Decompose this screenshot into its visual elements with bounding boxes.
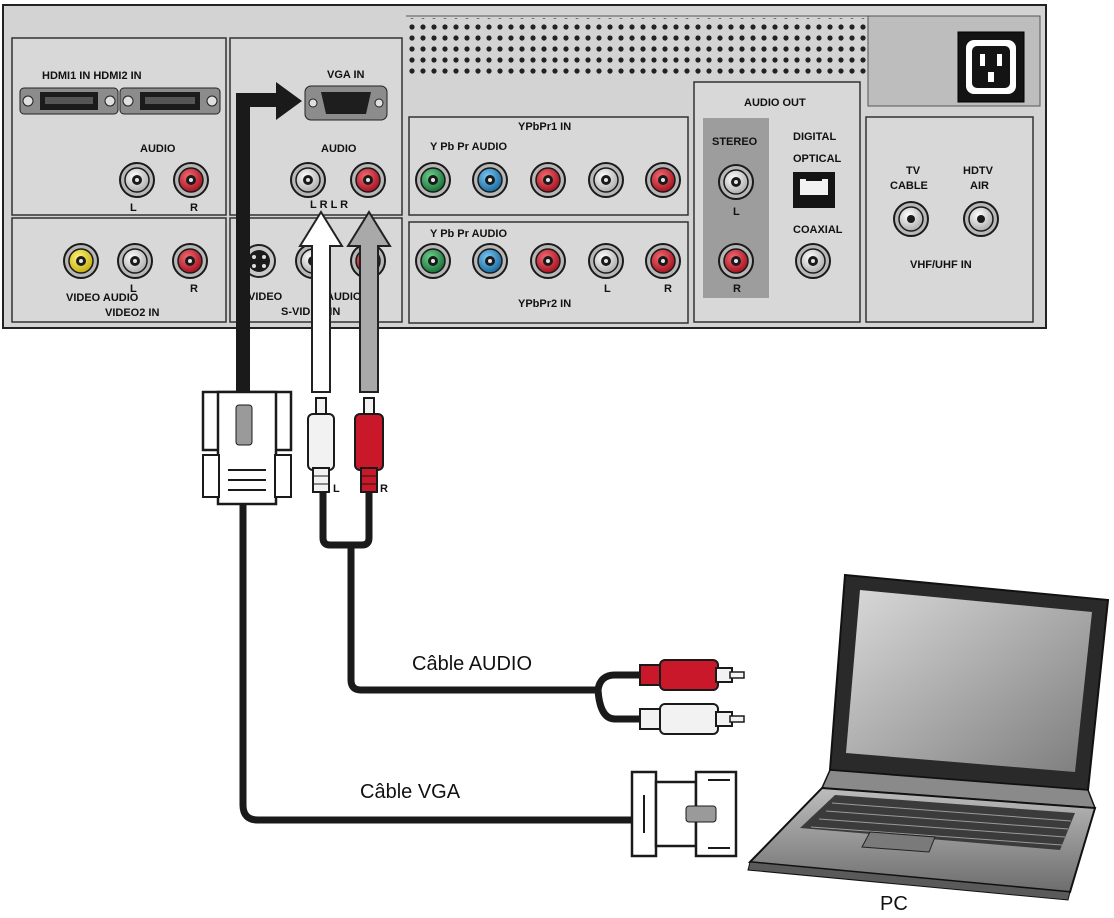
cable-label: CABLE [890, 180, 928, 192]
vent-area [406, 15, 1041, 107]
audio-cable-y-loop [319, 492, 373, 549]
audio-cable [347, 545, 598, 694]
vga-in-port[interactable] [304, 85, 388, 121]
vga-in-label: VGA IN [327, 69, 365, 81]
ypbpr1-subtitle: Y Pb Pr AUDIO [430, 141, 507, 153]
cables [236, 93, 642, 824]
audio-out-r-jack[interactable] [718, 243, 754, 279]
audio-out-l-label: L [733, 206, 740, 218]
vga-audio-r-jack[interactable] [350, 162, 386, 198]
ypbpr2-y-jack[interactable] [415, 243, 451, 279]
hdtv-air-antenna-jack[interactable] [963, 201, 999, 237]
audio-l-arrow-icon [298, 210, 344, 393]
video2-audio-l-jack[interactable] [117, 243, 153, 279]
video2-video-jack[interactable] [63, 243, 99, 279]
digital-label: DIGITAL [793, 131, 836, 143]
hdtv-label: HDTV [963, 165, 994, 177]
hdmi2-port[interactable] [119, 87, 221, 115]
ypbpr2-l-label: L [604, 283, 611, 295]
svideo-video-label: VIDEO [248, 291, 283, 303]
vga-cable-caption: Câble VGA [360, 781, 461, 803]
vga-audio-l-jack[interactable] [290, 162, 326, 198]
power-socket-icon [957, 31, 1025, 103]
audio-out-l-jack[interactable] [718, 164, 754, 200]
ypbpr2-subtitle: Y Pb Pr AUDIO [430, 228, 507, 240]
optical-label: OPTICAL [793, 153, 842, 165]
audio-cable-red-branch [594, 671, 642, 691]
tv-back-panel: HDMI1 IN HDMI2 IN AUDIO L R VGA IN AUDIO… [2, 4, 1047, 329]
vga-audio-lr-label: L R L R [310, 199, 348, 211]
rca-plug-white-pc [639, 703, 745, 735]
ypbpr2-title: YPbPr2 IN [518, 298, 571, 310]
tv-label: TV [906, 165, 921, 177]
coaxial-label: COAXIAL [793, 224, 843, 236]
ypbpr1-pb-jack[interactable] [472, 162, 508, 198]
audio-cable-white-branch [594, 689, 642, 723]
vga-arrow-icon [276, 82, 302, 120]
ypbpr1-audio-r-jack[interactable] [645, 162, 681, 198]
video2-r-label: R [190, 283, 198, 295]
ypbpr2-audio-l-jack[interactable] [588, 243, 624, 279]
laptop-icon [747, 573, 1110, 901]
vent-grille [408, 18, 868, 76]
tv-cable-antenna-jack[interactable] [893, 201, 929, 237]
vhf-uhf-title: VHF/UHF IN [910, 259, 972, 271]
video2-video-audio-label: VIDEO AUDIO [66, 292, 139, 304]
plug-l-label: L [333, 483, 340, 495]
ypbpr2-pb-jack[interactable] [472, 243, 508, 279]
video2-title: VIDEO2 IN [105, 307, 159, 319]
hdmi-audio-l-jack[interactable] [119, 162, 155, 198]
optical-port[interactable] [793, 172, 835, 208]
video2-audio-r-jack[interactable] [172, 243, 208, 279]
hdmi1-port[interactable] [19, 87, 119, 115]
ypbpr1-y-jack[interactable] [415, 162, 451, 198]
ypbpr1-title: YPbPr1 IN [518, 121, 571, 133]
ypbpr2-pr-jack[interactable] [530, 243, 566, 279]
hdmi-audio-r-jack[interactable] [173, 162, 209, 198]
hdmi-audio-l-label: L [130, 202, 137, 214]
ypbpr2-audio-r-jack[interactable] [645, 243, 681, 279]
ypbpr1-pr-jack[interactable] [530, 162, 566, 198]
vga-cable [239, 500, 636, 824]
vga-audio-label: AUDIO [321, 143, 357, 155]
vga-plug-pc [630, 770, 738, 858]
plug-r-label: R [380, 483, 388, 495]
antenna-section [865, 116, 1034, 323]
hdmi-audio-label: AUDIO [140, 143, 176, 155]
video2-l-label: L [130, 283, 137, 295]
svideo-title: S-VIDEO IN [281, 306, 340, 318]
audio-out-r-label: R [733, 283, 741, 295]
hdmi-audio-r-label: R [190, 202, 198, 214]
vga-plug-tv [201, 390, 293, 506]
rca-plug-red-pc [639, 659, 745, 691]
audio-r-arrow-icon [346, 210, 392, 393]
rca-plug-white-tv [307, 397, 335, 493]
ypbpr2-r-label: R [664, 283, 672, 295]
rca-plug-red-tv [354, 397, 384, 493]
vga-arrow-line [236, 93, 280, 396]
audio-cable-caption: Câble AUDIO [412, 653, 532, 675]
svideo-audio-label: AUDIO [326, 291, 362, 303]
audio-out-stereo-label: STEREO [712, 136, 758, 148]
air-label: AIR [970, 180, 989, 192]
pc-caption: PC [880, 893, 908, 915]
hdmi-label: HDMI1 IN HDMI2 IN [42, 70, 142, 82]
ypbpr1-audio-l-jack[interactable] [588, 162, 624, 198]
audio-out-title: AUDIO OUT [744, 97, 806, 109]
coaxial-jack[interactable] [795, 243, 831, 279]
